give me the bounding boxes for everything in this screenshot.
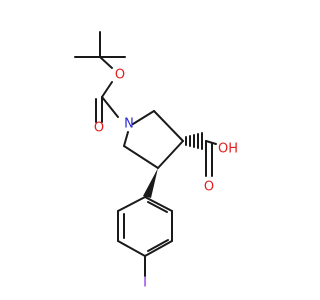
atom-o-ester-double: O [94, 121, 104, 136]
bond-c5-n [123, 131, 129, 147]
bond-n-c2 [132, 110, 155, 125]
bond-cooh-to-oh [205, 140, 217, 145]
bond-ar-3-4 [117, 240, 146, 257]
pyrrolidine-ring [123, 110, 184, 169]
bond-c4-c5 [123, 145, 159, 169]
bond-tbu-to-o [99, 56, 113, 69]
atom-o-acid-hydroxyl: OH [218, 142, 238, 157]
structure-diagram: O O N OH O I [74, 31, 238, 291]
bond-c3-c4 [157, 140, 184, 169]
tert-butyl-group [74, 31, 126, 69]
bold-wedge-c4-aryl [143, 168, 158, 198]
bond-ar-inner-b [147, 239, 169, 252]
bond-o-to-carbonyl [101, 81, 113, 98]
bond-c2-c3 [153, 110, 184, 142]
atom-n: N [124, 117, 134, 132]
molecule-svg: O O N OH O I [74, 31, 238, 291]
bond-ar-inner-c [147, 201, 168, 213]
atom-o-ester-single: O [115, 68, 125, 83]
bond-ar-4-5 [144, 240, 173, 257]
benzene-ring [117, 196, 173, 257]
bond-ar-1-2 [117, 196, 146, 212]
atom-iodine: I [143, 276, 147, 291]
atom-o-acid-double: O [204, 180, 214, 195]
bond-carbonyl-to-n [101, 96, 119, 118]
bond-ar-6-1 [144, 196, 173, 212]
hashed-wedge-c3-cooh [185, 132, 203, 150]
